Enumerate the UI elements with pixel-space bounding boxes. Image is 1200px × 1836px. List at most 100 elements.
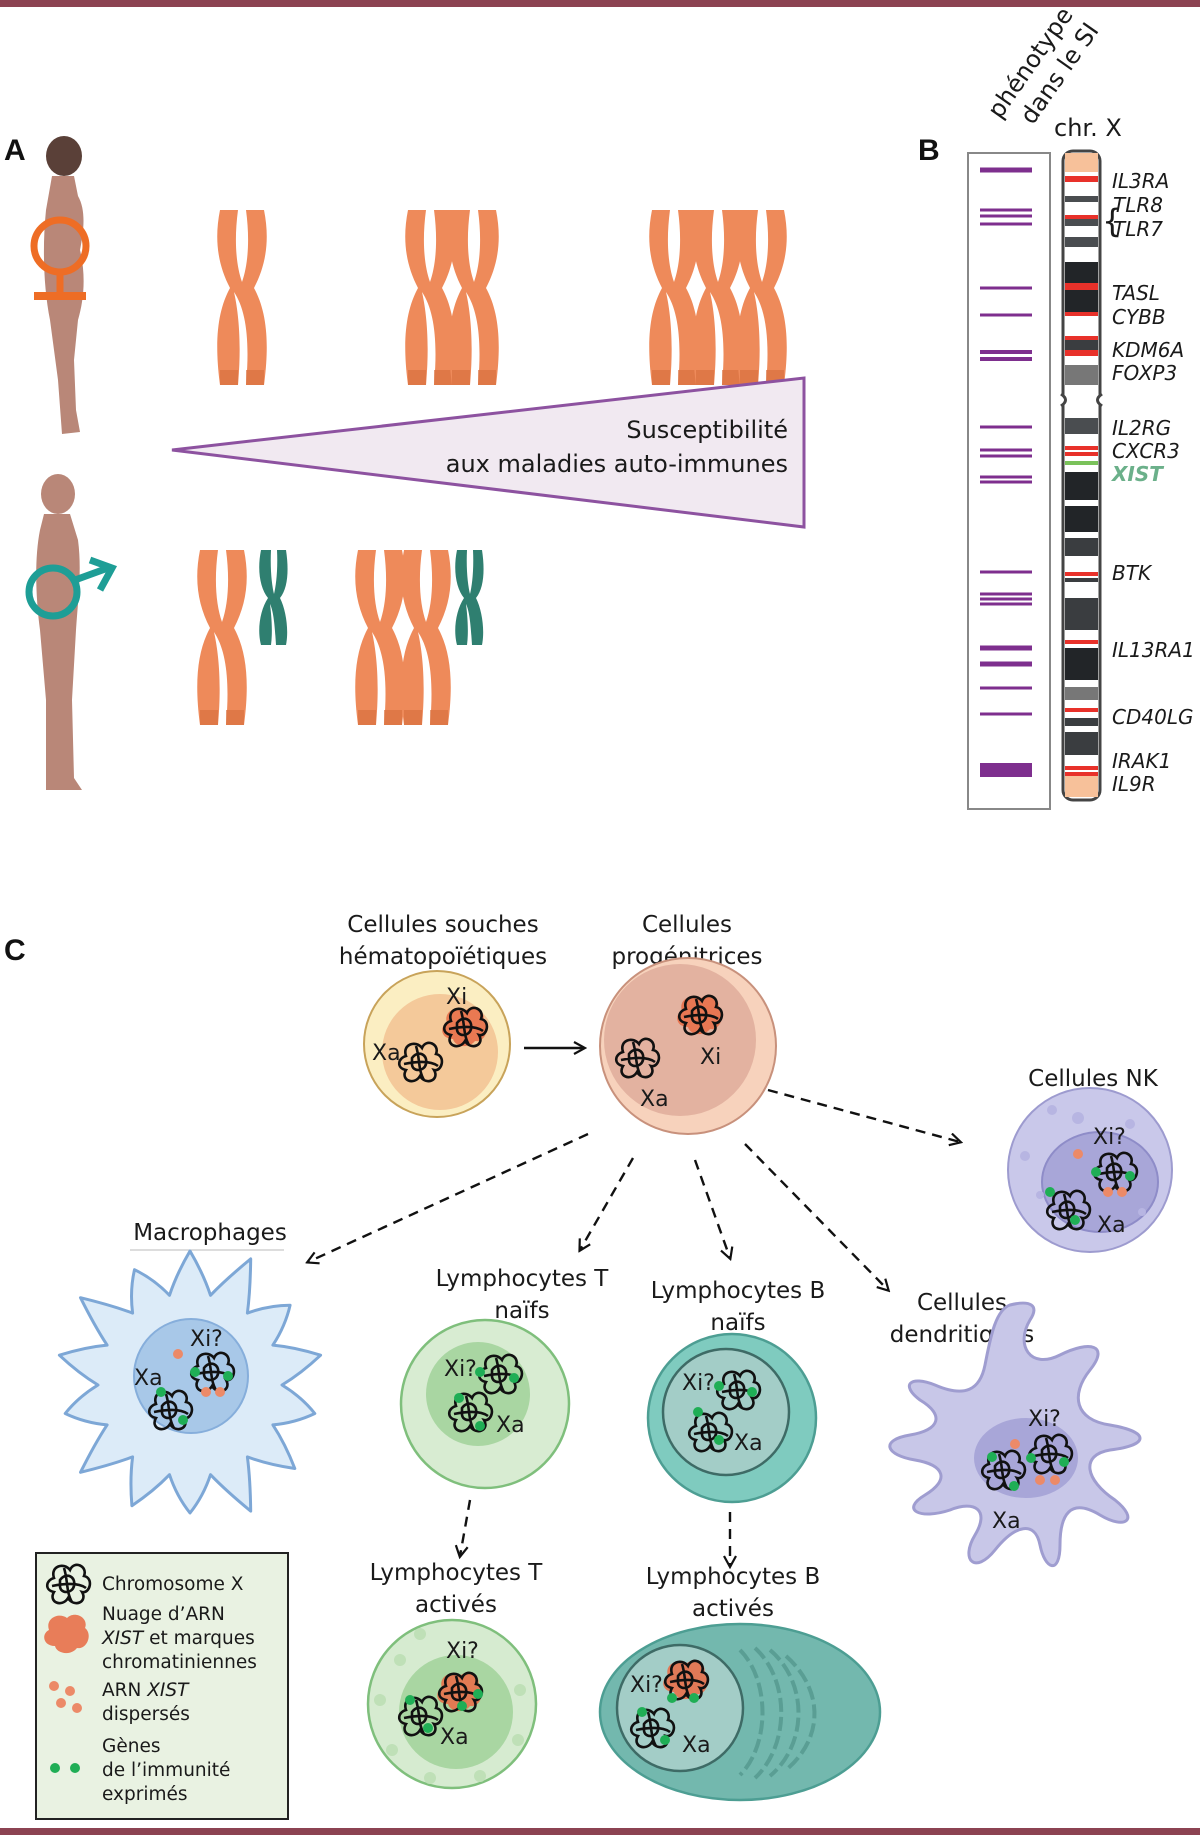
chromosome-band — [1065, 556, 1098, 572]
cell-label: naïfs — [710, 1310, 765, 1336]
phenotype-line — [980, 214, 1032, 218]
legend: Chromosome X Nuage d’ARN XIST et marques… — [35, 1552, 289, 1820]
chromosome-band — [1065, 247, 1098, 262]
chromosome-band — [1065, 237, 1098, 247]
chromosome-band — [1065, 465, 1098, 472]
female-symbol-icon — [30, 216, 90, 300]
legend-cloud-label: XIST et marques — [101, 1628, 255, 1649]
cell-label: Macrophages — [133, 1220, 287, 1246]
chromosome-x-ideogram — [1060, 149, 1103, 802]
chromosome-band — [1065, 461, 1098, 465]
cell-label: activés — [415, 1592, 497, 1618]
bottom-border — [0, 1828, 1200, 1835]
chromosome-band — [1065, 506, 1098, 532]
phenotype-line — [980, 592, 1032, 596]
chromosome-band — [1065, 630, 1098, 640]
chromosome-band — [1065, 446, 1098, 450]
phenotype-line — [980, 448, 1032, 452]
brace-icon: { — [1102, 202, 1122, 240]
chromosome-band — [1065, 726, 1098, 732]
panel-label-c: C — [4, 934, 26, 967]
cell-label: Lymphocytes T — [370, 1560, 544, 1586]
chromosome-band — [1065, 356, 1098, 365]
chromosome-band — [1065, 598, 1098, 630]
chromosome-band — [1065, 532, 1098, 538]
chromosome-band — [1065, 578, 1098, 582]
legend-genes-label: de l’immunité — [102, 1760, 230, 1781]
male-symbol-icon — [25, 556, 118, 620]
cell-label: Lymphocytes B — [646, 1564, 820, 1590]
chromosome-band — [1065, 196, 1098, 202]
arrow-to-b-naive — [693, 1159, 730, 1258]
xa-label: Xa — [134, 1366, 163, 1391]
phenotype-line — [980, 350, 1032, 354]
legend-cloud-rest: et marques — [143, 1628, 255, 1649]
cell-label: Lymphocytes B — [651, 1278, 825, 1304]
xi-label: Xi? — [190, 1327, 223, 1352]
chromosome-band — [1065, 700, 1098, 708]
chromosome-band — [1065, 776, 1098, 797]
gene-label: IL2RG — [1112, 416, 1171, 440]
chromosome-band — [1065, 316, 1098, 336]
arrow-to-macrophages — [308, 1132, 589, 1262]
gene-label: CD40LG — [1112, 705, 1193, 729]
chromosome-band — [1065, 452, 1098, 456]
cell-b-activated: Lymphocytes B activés Xi? Xa — [598, 1564, 882, 1802]
phenotype-line — [980, 425, 1032, 429]
cell-t-naive: Lymphocytes T naïfs Xi? Xa — [399, 1266, 610, 1490]
gene-label: KDM6A — [1112, 338, 1184, 362]
differentiation-arrows — [308, 1048, 960, 1566]
chromosome-band — [1065, 576, 1098, 578]
gene-labels: IL3RA TLR8 TLR7 { TASL CYBB KDM6A FOXP3 … — [1102, 169, 1195, 796]
female-figure — [43, 136, 84, 434]
phenotype-line — [980, 597, 1032, 601]
cell-nk: Cellules NK Xi? Xa — [1007, 1066, 1173, 1253]
female-karyotype-xx — [405, 210, 499, 385]
female-karyotype-xxx — [649, 210, 787, 385]
phenotype-line — [980, 208, 1032, 212]
legend-cloud-label: Nuage d’ARN — [102, 1604, 225, 1625]
cell-b-naive: Lymphocytes B naïfs Xi? Xa — [646, 1278, 825, 1504]
arrow-to-t-naive — [580, 1157, 635, 1250]
legend-genes-label: exprimés — [102, 1784, 188, 1805]
gene-label: BTK — [1112, 561, 1153, 585]
xa-label: Xa — [440, 1725, 469, 1750]
chromosome-band — [1065, 708, 1098, 712]
chromosome-band — [1065, 640, 1098, 644]
chromosome-band — [1065, 365, 1098, 385]
gene-label: IL9R — [1112, 772, 1156, 796]
chromosome-band — [1065, 262, 1098, 283]
xi-label: Xi? — [682, 1371, 715, 1396]
chromosome-band — [1065, 538, 1098, 556]
chromosome-band — [1065, 215, 1098, 219]
cell-progenitor: Cellules progénitrices Xi Xa — [599, 912, 777, 1135]
chromosome-band — [1065, 680, 1098, 687]
phenotype-line — [980, 686, 1032, 690]
phenotype-line — [980, 645, 1032, 651]
cell-label: Lymphocytes T — [436, 1266, 610, 1292]
cell-t-activated: Lymphocytes T activés Xi? Xa — [366, 1560, 544, 1790]
chromosome-band — [1065, 582, 1098, 598]
chromosome-band — [1065, 648, 1098, 680]
chromosome-band — [1065, 219, 1098, 226]
cell-hsc: Cellules souches hématopoïétiques Xi Xa — [339, 912, 547, 1118]
arrow-to-nk — [767, 1088, 960, 1142]
susceptibility-triangle: Susceptibilité aux maladies auto-immunes — [171, 376, 806, 529]
legend-xist-dots-icon — [49, 1681, 82, 1713]
chromosome-band — [1065, 718, 1098, 726]
legend-xist-italic: XIST — [146, 1680, 190, 1701]
panel-label-b: B — [918, 134, 940, 167]
phenotype-line — [980, 712, 1032, 716]
chromosome-band — [1065, 755, 1098, 766]
phenotype-line — [980, 357, 1032, 361]
xi-label: Xi — [446, 985, 467, 1010]
chromosome-band — [1065, 350, 1098, 356]
arrow-to-dendritic — [744, 1143, 888, 1290]
chromosome-band — [1065, 766, 1098, 770]
phenotype-line — [980, 475, 1032, 479]
xa-label: Xa — [640, 1087, 669, 1112]
phenotype-line — [980, 167, 1032, 173]
chromosome-band — [1065, 434, 1098, 446]
xi-label: Xi? — [444, 1357, 477, 1382]
xi-label: Xi? — [1028, 1407, 1061, 1432]
